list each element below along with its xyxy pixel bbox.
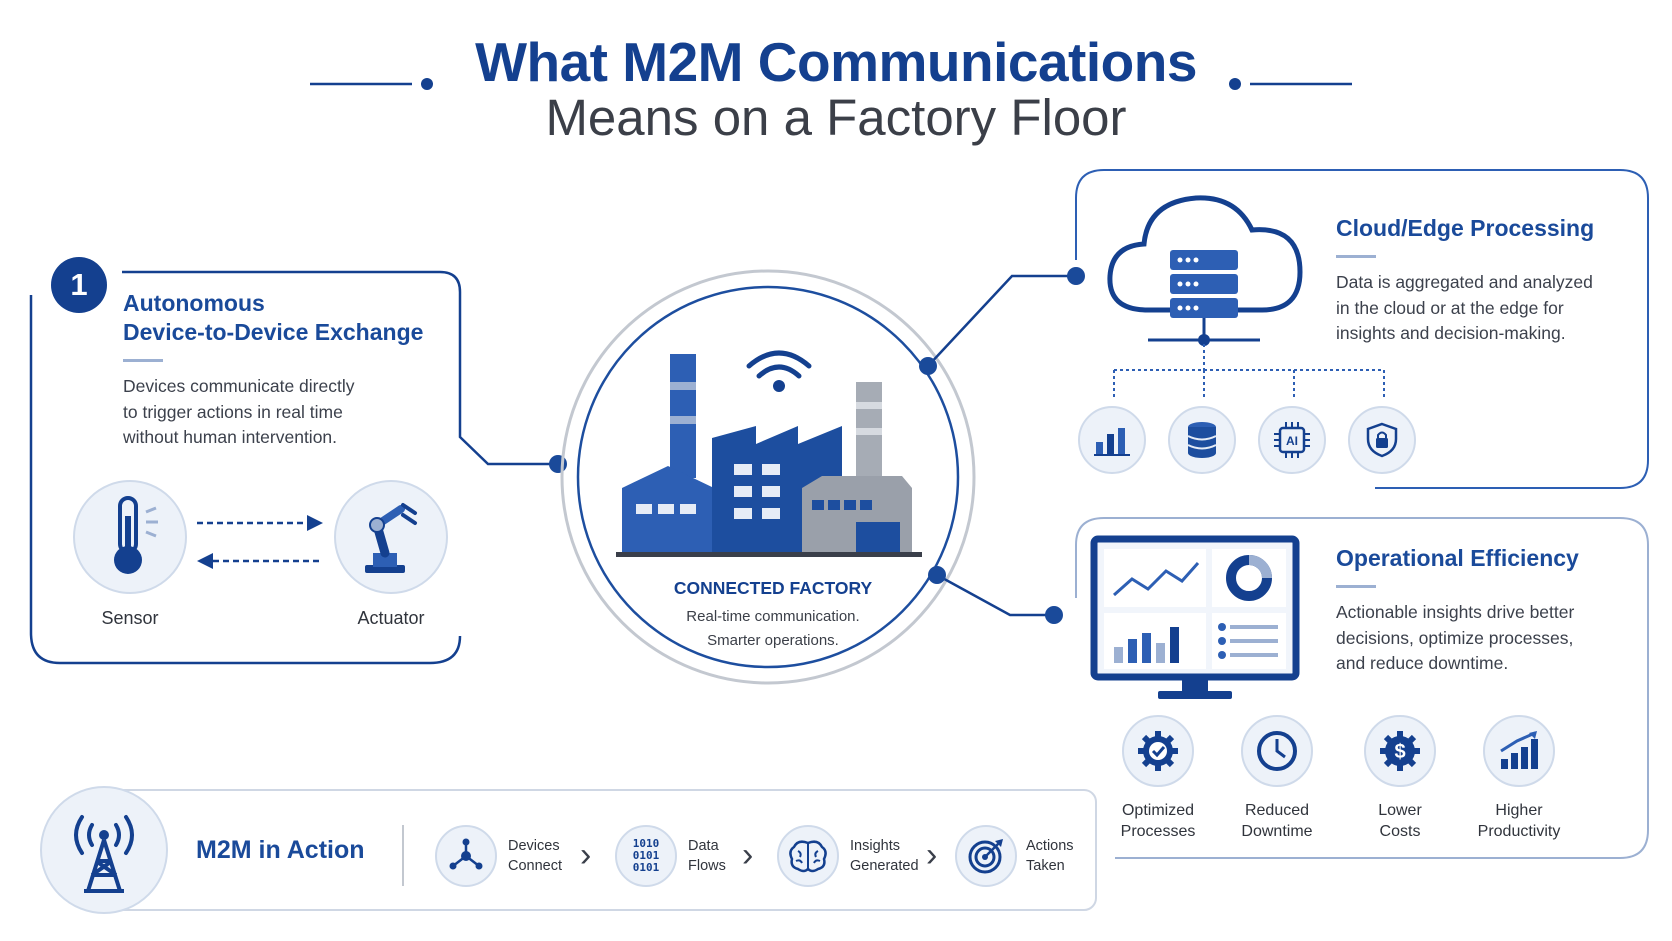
thermometer-icon [73, 480, 187, 594]
device-exchange-body: Devices communicate directly to trigger … [123, 374, 354, 451]
body-line: Data is aggregated and analyzed [1336, 272, 1593, 292]
factory-title: CONNECTED FACTORY [673, 578, 873, 598]
title-rule [1336, 585, 1376, 588]
chip-label: AI [1286, 434, 1298, 448]
factory-caption-line1: Real-time communication. [686, 608, 860, 625]
brain-icon [777, 825, 839, 887]
factory-icon [616, 350, 922, 557]
device-exchange-title-line2: Device-to-Device Exchange [123, 319, 424, 345]
body-line: without human intervention. [123, 427, 338, 447]
clock-icon [1241, 715, 1313, 787]
device-exchange-title: Autonomous Device-to-Device Exchange [123, 289, 423, 347]
actuator-label: Actuator [357, 608, 425, 628]
chevron-right-icon: › [580, 836, 592, 874]
body-line: and reduce downtime. [1336, 653, 1509, 673]
growth-chart-icon [1483, 715, 1555, 787]
cloud-server-icon [1107, 195, 1303, 346]
network-nodes-icon [435, 825, 497, 887]
body-line: Devices communicate directly [123, 376, 355, 396]
target-icon [955, 825, 1017, 887]
title-rule [123, 359, 163, 362]
body-line: decisions, optimize processes, [1336, 627, 1574, 648]
step-number-badge: 1 [51, 257, 107, 313]
chevron-right-icon: › [926, 836, 938, 874]
body-line: insights and decision-making. [1336, 323, 1566, 343]
ai-chip-icon: AI [1258, 406, 1326, 474]
sensor-label: Sensor [101, 608, 159, 628]
dollar-gear-icon: $ [1364, 715, 1436, 787]
title-rule [1336, 255, 1376, 258]
radio-tower-icon [40, 786, 168, 914]
efficiency-body: Actionable insights drive better decisio… [1336, 600, 1574, 677]
dotted-tree-connector [1113, 344, 1385, 400]
gear-check-icon [1122, 715, 1194, 787]
page-subtitle: Means on a Factory Floor [545, 89, 1127, 146]
svg-text:$: $ [1394, 741, 1405, 763]
dashboard-monitor-icon [1090, 535, 1300, 699]
cloud-body: Data is aggregated and analyzed in the c… [1336, 270, 1593, 347]
bar-chart-icon [1078, 406, 1146, 474]
shield-lock-icon [1348, 406, 1416, 474]
body-line: Actionable insights drive better [1336, 602, 1575, 622]
body-line: to trigger actions in real time [123, 401, 343, 422]
action-title: M2M in Action [196, 836, 365, 864]
efficiency-title: Operational Efficiency [1336, 545, 1579, 571]
database-icon [1168, 406, 1236, 474]
page-title: What M2M Communications [475, 31, 1197, 93]
factory-caption-line2: Smarter operations. [707, 632, 839, 649]
device-exchange-title-line1: Autonomous [123, 290, 265, 316]
chevron-right-icon: › [742, 836, 754, 874]
cloud-title: Cloud/Edge Processing [1336, 215, 1595, 241]
bidirectional-arrows-icon [197, 515, 323, 569]
robot-arm-icon [334, 480, 448, 594]
body-line: in the cloud or at the edge for [1336, 297, 1564, 318]
